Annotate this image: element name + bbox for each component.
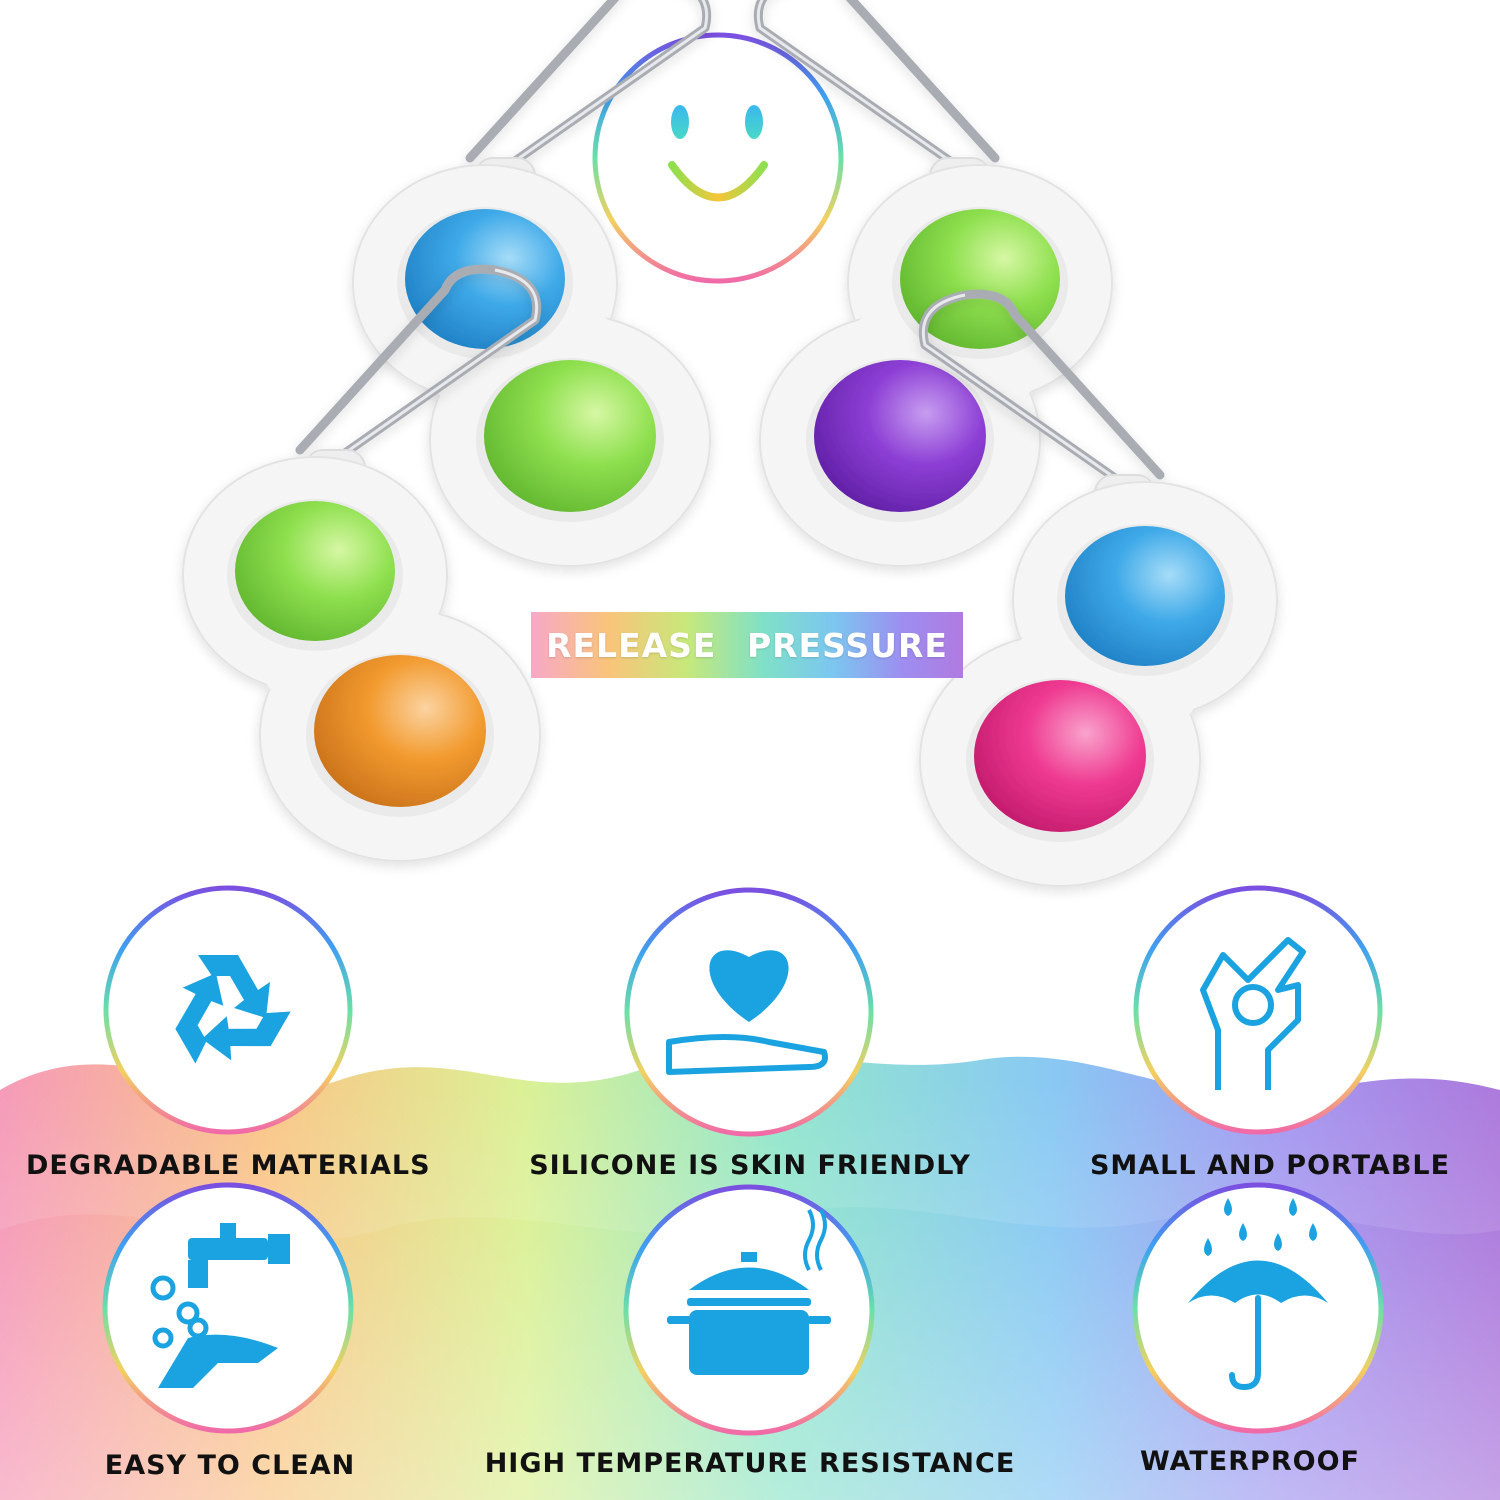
carabiner-clip: [753, 0, 1000, 173]
feature-label-degradable: DEGRADABLE MATERIALS: [26, 1150, 431, 1181]
feature-badges: [102, 885, 1384, 1436]
popper-dome: [814, 360, 986, 512]
badge-ring: [102, 1182, 354, 1434]
popper-blue-green: [352, 0, 712, 567]
ok-hand-icon: [1200, 937, 1306, 1090]
heart-hand-icon: [666, 950, 828, 1075]
recycle-icon: [175, 955, 291, 1064]
feature-label-waterproof: WATERPROOF: [1140, 1446, 1360, 1477]
popper-dome: [405, 209, 565, 349]
badge-ring: [1133, 885, 1383, 1135]
feature-badge: [102, 1182, 354, 1434]
feature-badge: [624, 887, 874, 1137]
release-pressure-banner: RELEASE PRESSURE: [531, 612, 963, 678]
popper-keychains: [182, 0, 1278, 887]
popper-dome: [484, 360, 656, 512]
carabiner-clip: [295, 264, 542, 465]
feature-badge: [623, 1184, 875, 1436]
feature-badge: [1132, 1182, 1384, 1434]
feature-badge: [103, 885, 353, 1135]
badge-ring: [103, 885, 353, 1135]
popper-dome: [314, 655, 486, 807]
feature-label-portable: SMALL AND PORTABLE: [1089, 1150, 1451, 1181]
feature-label-easy-clean: EASY TO CLEAN: [104, 1450, 356, 1481]
popper-green-purple: [753, 0, 1113, 567]
feature-badge: [1133, 885, 1383, 1135]
banner-text: RELEASE PRESSURE: [546, 625, 948, 665]
popper-dome: [1065, 526, 1225, 666]
faucet-wash-icon: [150, 1223, 290, 1388]
carabiner-clip: [465, 0, 712, 173]
popper-dome: [235, 501, 395, 641]
carabiner-clip: [918, 289, 1165, 490]
feature-label-silicone: SILICONE IS SKIN FRIENDLY: [529, 1150, 971, 1181]
popper-blue-pink: [918, 289, 1278, 887]
smiley-face-icon: [592, 32, 844, 284]
popper-dome: [974, 680, 1146, 832]
cooking-pot-icon: [667, 1209, 831, 1375]
umbrella-rain-icon: [1188, 1198, 1328, 1391]
feature-label-high-temp: HIGH TEMPERATURE RESISTANCE: [484, 1448, 1016, 1479]
popper-green-orange: [182, 264, 542, 862]
